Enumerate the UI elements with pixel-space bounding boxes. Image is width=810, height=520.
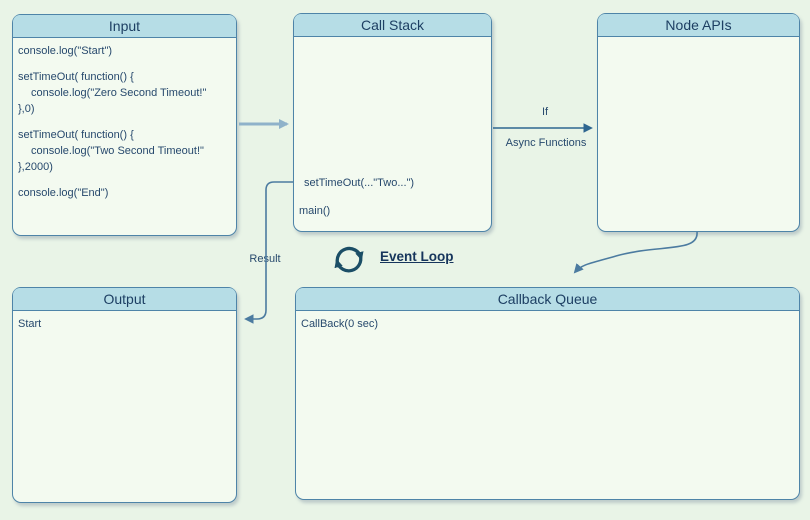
edge-label-if: If [541,106,549,118]
code-line: setTimeOut( function() { [18,71,134,83]
code-line: console.log("Zero Second Timeout!" [31,87,207,99]
queue-item: CallBack(0 sec) [301,318,379,330]
code-line: setTimeOut( function() { [18,129,134,141]
cycle-arrows-icon [334,246,364,273]
node-apis-box-body [598,37,799,230]
event-loop-label: Event Loop [380,249,454,264]
call-stack-box-body: setTimeOut(..."Two...") main() [294,37,491,230]
code-line: console.log("Two Second Timeout!" [31,145,204,157]
code-line: },0) [18,103,35,115]
node-apis-box-title: Node APIs [598,14,799,37]
callback-queue-box: Callback Queue CallBack(0 sec) [295,287,800,500]
output-box-title: Output [13,288,236,311]
call-stack-box: Call Stack setTimeOut(..."Two...") main(… [293,13,492,232]
node-apis-box: Node APIs [597,13,800,232]
input-box-body: console.log("Start") setTimeOut( functio… [13,38,236,234]
arrow-node-apis-to-callback-queue [573,231,698,274]
callback-queue-box-body: CallBack(0 sec) [296,311,799,498]
code-line: console.log("End") [18,187,109,199]
callback-queue-box-title: Callback Queue [296,288,799,311]
edge-label-result: Result [249,253,281,265]
code-line: },2000) [18,161,53,173]
input-box-title: Input [13,15,236,38]
output-line: Start [18,318,42,330]
stack-frame: main() [299,205,331,217]
code-line: console.log("Start") [18,45,113,57]
call-stack-box-title: Call Stack [294,14,491,37]
output-box-body: Start [13,311,236,501]
arrow-call-stack-to-output-result [244,181,293,324]
output-box: Output Start [12,287,237,503]
edge-label-async-functions: Async Functions [505,137,587,149]
stack-frame: setTimeOut(..."Two...") [304,177,415,189]
input-box: Input console.log("Start") setTimeOut( f… [12,14,237,236]
